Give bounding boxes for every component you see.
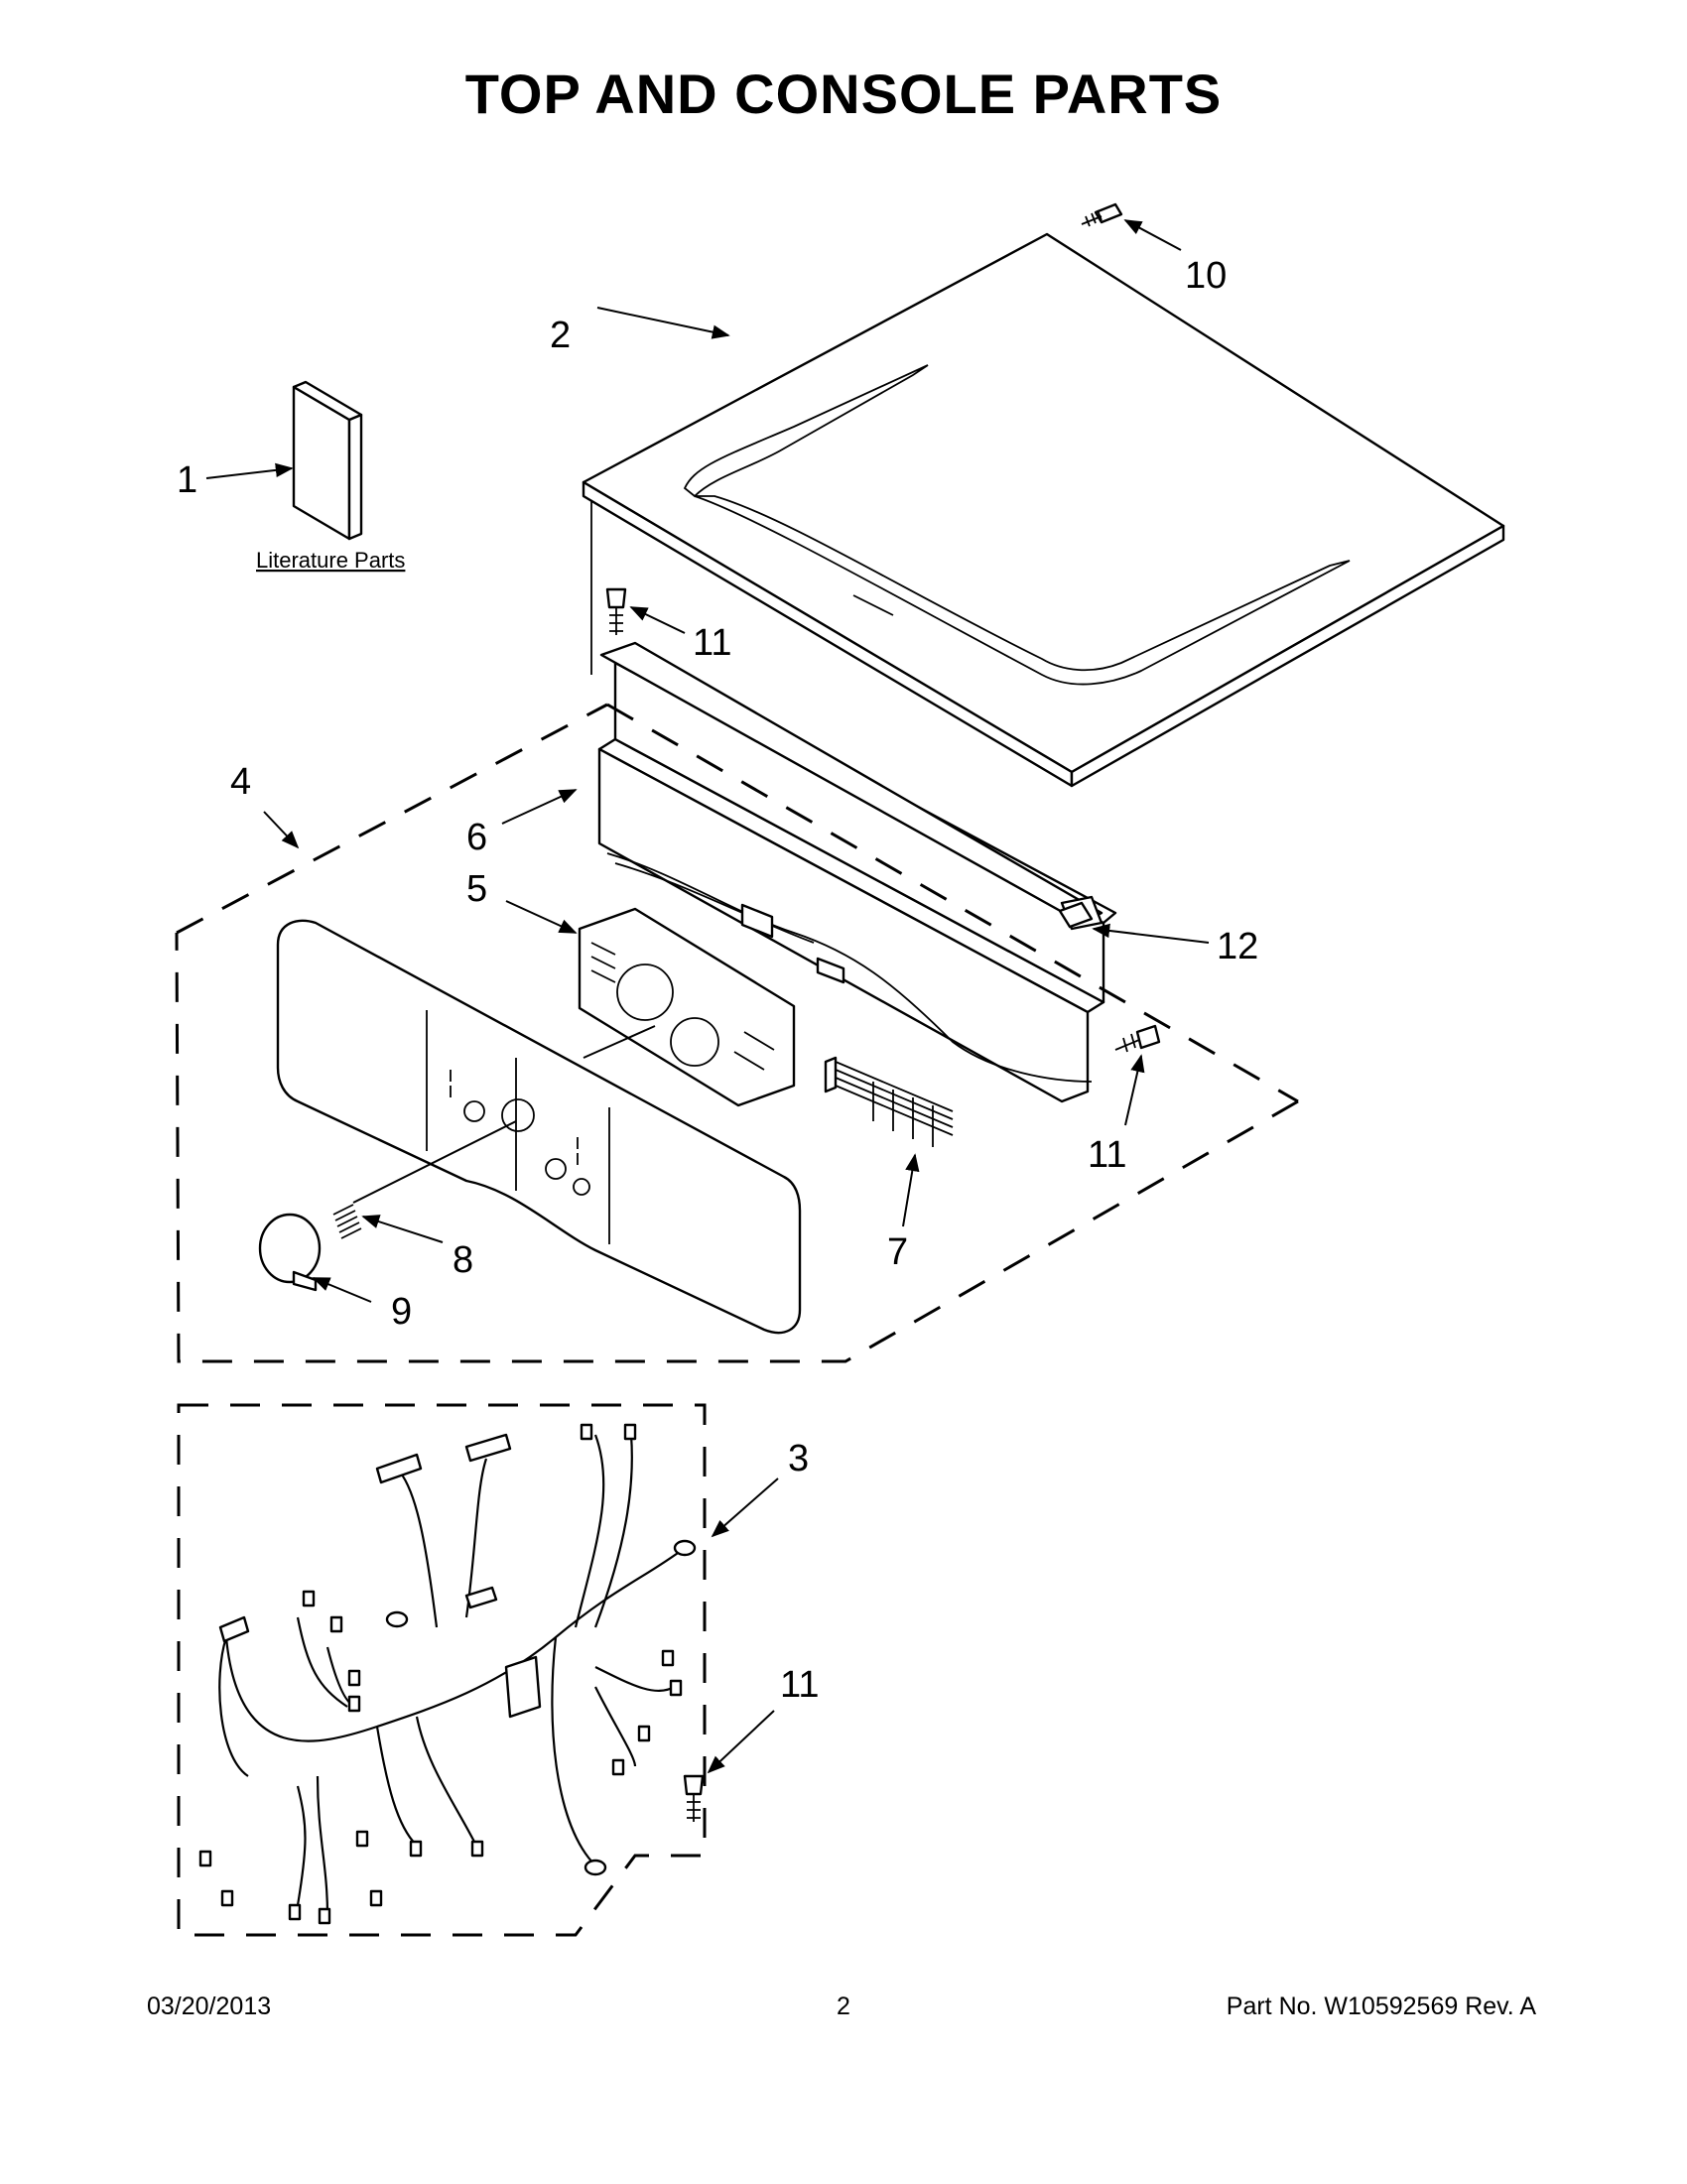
callout-11-harness: 11 bbox=[780, 1664, 819, 1706]
console-frame bbox=[597, 641, 1117, 1103]
leader-3 bbox=[711, 1477, 779, 1538]
callout-6: 6 bbox=[466, 817, 487, 858]
console-panel bbox=[276, 919, 802, 1335]
footer-part-number: Part No. W10592569 Rev. A bbox=[1226, 1992, 1536, 2020]
leader-1 bbox=[205, 462, 294, 479]
screw-11-top bbox=[605, 587, 627, 635]
top-panel bbox=[582, 232, 1505, 788]
control-board bbox=[578, 907, 796, 1107]
leader-11-harness bbox=[707, 1710, 775, 1774]
ribbon-connector bbox=[824, 1056, 954, 1147]
screw-11-harness bbox=[683, 1774, 705, 1822]
leader-9 bbox=[312, 1277, 372, 1303]
leader-11-console bbox=[1124, 1054, 1145, 1126]
footer-date: 03/20/2013 bbox=[147, 1992, 272, 2020]
callout-7: 7 bbox=[887, 1231, 908, 1273]
leader-6 bbox=[501, 789, 578, 825]
callout-11-console: 11 bbox=[1088, 1134, 1126, 1176]
harness-outline bbox=[177, 1403, 707, 1937]
leader-11-top bbox=[629, 606, 686, 634]
screw-10 bbox=[1081, 202, 1123, 227]
literature-parts: Literature Parts bbox=[256, 380, 405, 573]
callout-12: 12 bbox=[1217, 926, 1258, 967]
callout-4: 4 bbox=[230, 761, 251, 803]
callout-10: 10 bbox=[1185, 255, 1227, 297]
callout-1: 1 bbox=[177, 459, 197, 501]
literature-parts-label: Literature Parts bbox=[256, 548, 405, 573]
leader-7 bbox=[902, 1153, 920, 1227]
callout-8: 8 bbox=[453, 1239, 473, 1281]
leader-12 bbox=[1092, 923, 1210, 944]
callout-5: 5 bbox=[466, 868, 487, 910]
knob-9 bbox=[258, 1213, 322, 1292]
callout-2: 2 bbox=[550, 315, 571, 356]
leader-2 bbox=[596, 307, 730, 339]
page-title: TOP AND CONSOLE PARTS bbox=[464, 63, 1223, 125]
leader-8 bbox=[361, 1215, 444, 1243]
console-assembly-outline bbox=[175, 703, 1299, 1363]
callout-11-top: 11 bbox=[693, 622, 731, 664]
wiring-harness bbox=[198, 1423, 697, 1925]
callout-9: 9 bbox=[391, 1291, 412, 1333]
screw-11-console bbox=[1114, 1024, 1161, 1053]
clip-12 bbox=[1058, 901, 1094, 929]
leader-5 bbox=[505, 900, 578, 934]
spring-8 bbox=[332, 1204, 362, 1239]
footer-page-number: 2 bbox=[837, 1992, 850, 2020]
leader-4 bbox=[263, 811, 300, 849]
leader-10 bbox=[1123, 219, 1182, 251]
callout-3: 3 bbox=[788, 1438, 809, 1479]
